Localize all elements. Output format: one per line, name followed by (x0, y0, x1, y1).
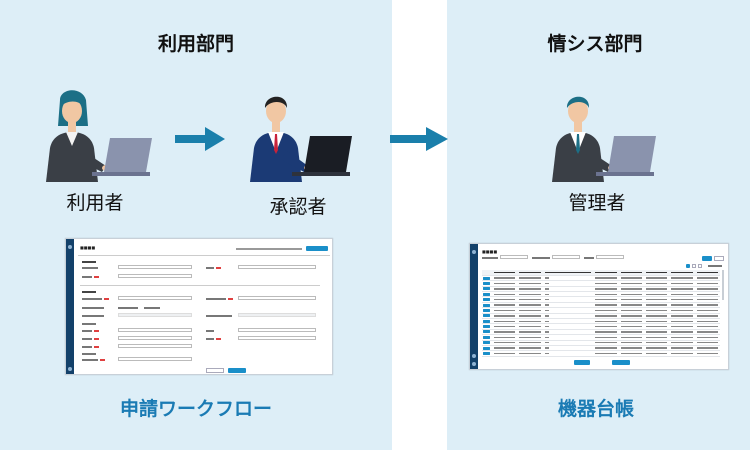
user-department-panel (0, 0, 392, 450)
inventory-caption: 機器台帳 (557, 398, 634, 420)
person-man-suit-laptop-icon (250, 96, 352, 182)
it-department-heading: 情シス部門 (547, 33, 643, 55)
person-woman-laptop-icon (46, 90, 152, 182)
role-label-user: 利用者 (66, 192, 124, 214)
role-label-admin: 管理者 (568, 192, 626, 214)
workflow-form-screenshot: ■■■■ (65, 238, 333, 375)
person-man-laptop-icon (552, 96, 656, 182)
workflow-caption: 申請ワークフロー (119, 398, 272, 420)
user-department-heading: 利用部門 (157, 33, 234, 55)
arrow-right-icon (175, 127, 225, 151)
it-department-panel (447, 0, 750, 450)
arrow-right-icon (390, 127, 448, 151)
role-label-approver: 承認者 (269, 196, 327, 218)
inventory-table-screenshot: ■■■■ (469, 243, 729, 370)
